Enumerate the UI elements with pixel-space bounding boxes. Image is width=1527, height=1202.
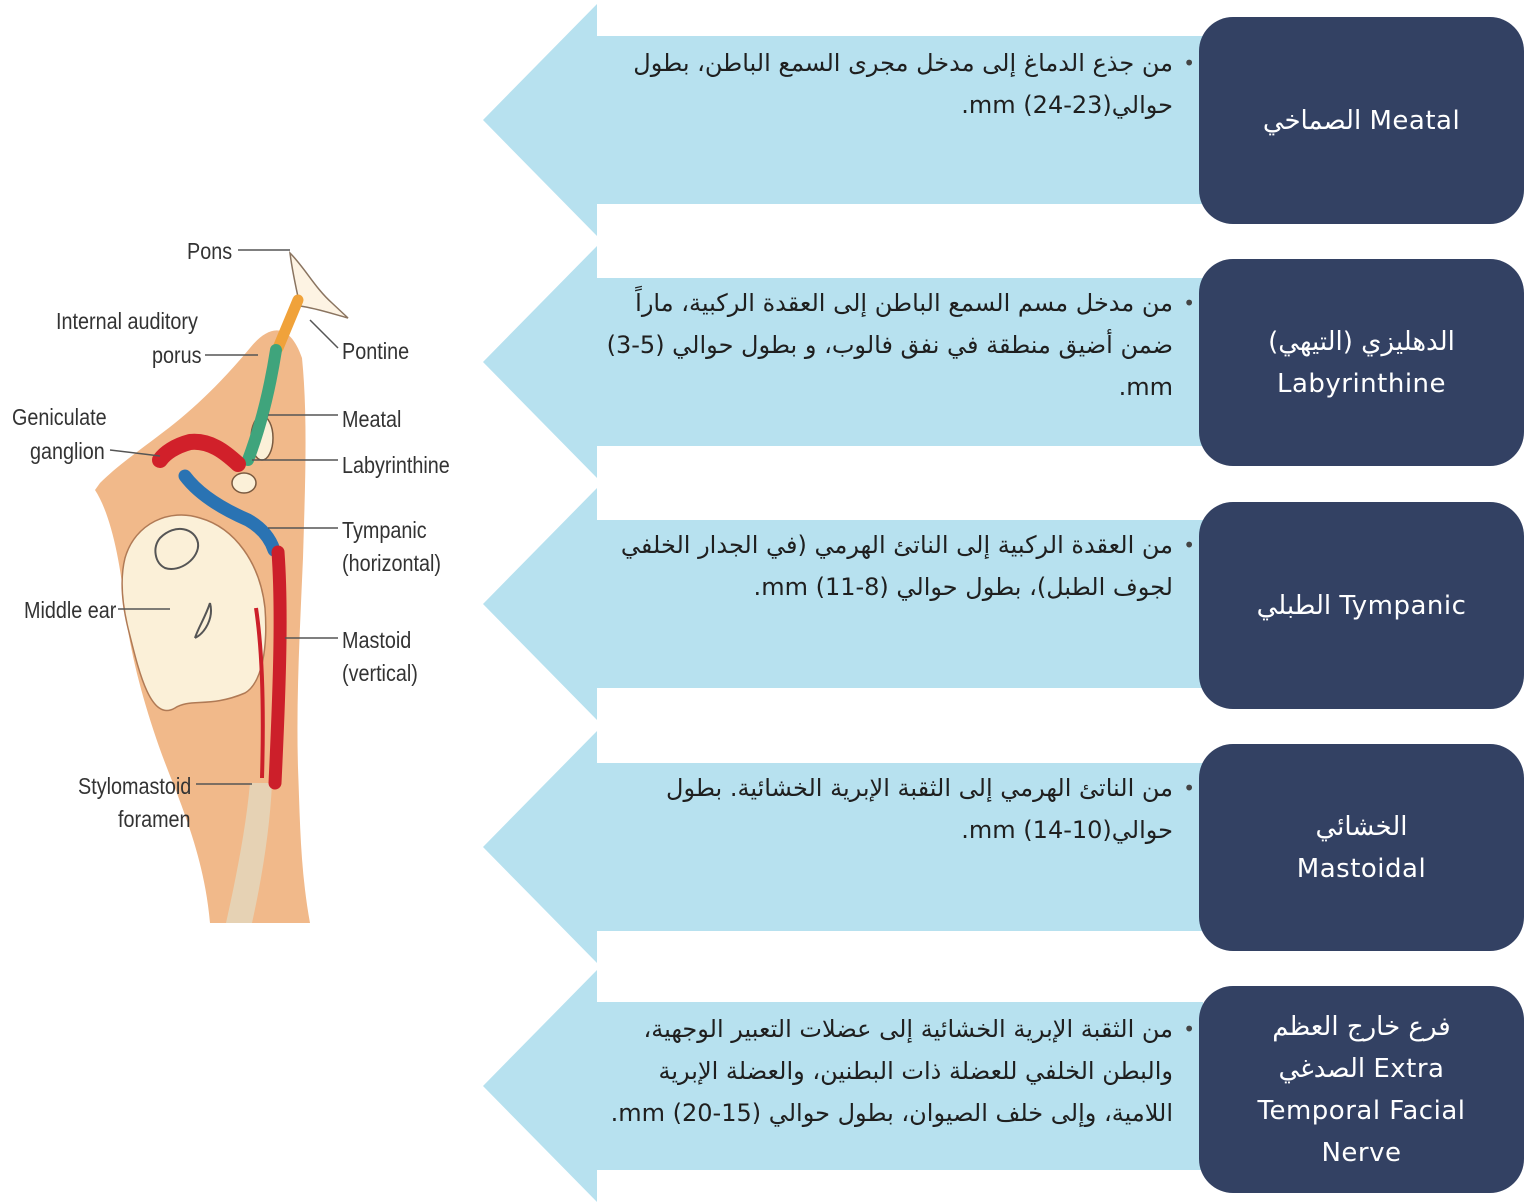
bullet-icon: • <box>1183 282 1195 324</box>
segment-name-english: Mastoidal <box>1297 848 1426 890</box>
label-meatal: Meatal <box>342 404 401 434</box>
segment-box-mastoidal: الخشائي Mastoidal <box>1199 744 1524 951</box>
segment-name-arabic: الخشائي <box>1316 806 1408 848</box>
label-tympanic: Tympanic <box>342 515 427 545</box>
label-vertical: (vertical) <box>342 658 418 688</box>
segment-box-tympanic: الطبلي Tympanic <box>1199 502 1524 709</box>
label-ganglion: ganglion <box>30 436 105 466</box>
description-text: من مدخل مسم السمع الباطن إلى العقدة الرك… <box>607 289 1173 401</box>
segment-name-arabic: الصماخي Meatal <box>1263 100 1460 142</box>
label-mastoid: Mastoid <box>342 625 411 655</box>
label-pons: Pons <box>187 236 232 266</box>
segment-arrow-labyrinthine: • من مدخل مسم السمع الباطن إلى العقدة ال… <box>483 246 1203 478</box>
bullet-icon: • <box>1183 1008 1195 1050</box>
segment-description: • من العقدة الركبية إلى الناتئ الهرمي (ف… <box>598 524 1173 608</box>
segment-description: • من الثقبة الإبرية الخشائية إلى عضلات ا… <box>598 1008 1173 1134</box>
description-text: من العقدة الركبية إلى الناتئ الهرمي (في … <box>621 531 1173 601</box>
segment-box-extratemporal: فرع خارج العظم الصدغي Extra Temporal Fac… <box>1199 986 1524 1193</box>
segment-box-labyrinthine: الدهليزي (التيهي) Labyrinthine <box>1199 259 1524 466</box>
label-porus: porus <box>152 340 201 370</box>
segment-description: • من مدخل مسم السمع الباطن إلى العقدة ال… <box>598 282 1173 408</box>
label-internal-auditory: Internal auditory <box>56 306 198 336</box>
segment-arrow-mastoidal: • من الناتئ الهرمي إلى الثقبة الإبرية ال… <box>483 731 1203 963</box>
label-stylomastoid: Stylomastoid <box>78 771 191 801</box>
segment-name-english: Labyrinthine <box>1277 363 1446 405</box>
label-geniculate: Geniculate <box>12 402 107 432</box>
segment-arrow-meatal: • من جذع الدماغ إلى مدخل مجرى السمع البا… <box>483 4 1203 236</box>
facial-nerve-anatomy-diagram: Pons Internal auditory porus Pontine Gen… <box>0 228 470 928</box>
label-horizontal: (horizontal) <box>342 548 441 578</box>
segment-name-arabic: الطبلي Tympanic <box>1257 585 1467 627</box>
label-foramen: foramen <box>118 804 191 834</box>
segment-name-english: Temporal Facial Nerve <box>1232 1090 1492 1174</box>
segment-name-arabic: فرع خارج العظم الصدغي Extra <box>1242 1006 1482 1090</box>
bullet-icon: • <box>1183 42 1195 84</box>
labyrinth-hollow-2 <box>232 473 256 493</box>
description-text: من الناتئ الهرمي إلى الثقبة الإبرية الخش… <box>666 774 1173 844</box>
label-middle-ear: Middle ear <box>24 595 116 625</box>
segment-box-meatal: الصماخي Meatal <box>1199 17 1524 224</box>
segment-arrow-tympanic: • من العقدة الركبية إلى الناتئ الهرمي (ف… <box>483 488 1203 720</box>
label-pontine: Pontine <box>342 336 409 366</box>
bullet-icon: • <box>1183 524 1195 566</box>
description-text: من الثقبة الإبرية الخشائية إلى عضلات الت… <box>611 1015 1173 1127</box>
description-text: من جذع الدماغ إلى مدخل مجرى السمع الباطن… <box>633 49 1173 119</box>
segment-arrow-extratemporal: • من الثقبة الإبرية الخشائية إلى عضلات ا… <box>483 970 1203 1202</box>
mastoid-segment <box>275 552 280 783</box>
segment-description: • من الناتئ الهرمي إلى الثقبة الإبرية ال… <box>598 767 1173 851</box>
bullet-icon: • <box>1183 767 1195 809</box>
label-labyrinthine: Labyrinthine <box>342 450 450 480</box>
segment-description: • من جذع الدماغ إلى مدخل مجرى السمع البا… <box>598 42 1173 126</box>
segment-name-arabic: الدهليزي (التيهي) <box>1268 321 1455 363</box>
